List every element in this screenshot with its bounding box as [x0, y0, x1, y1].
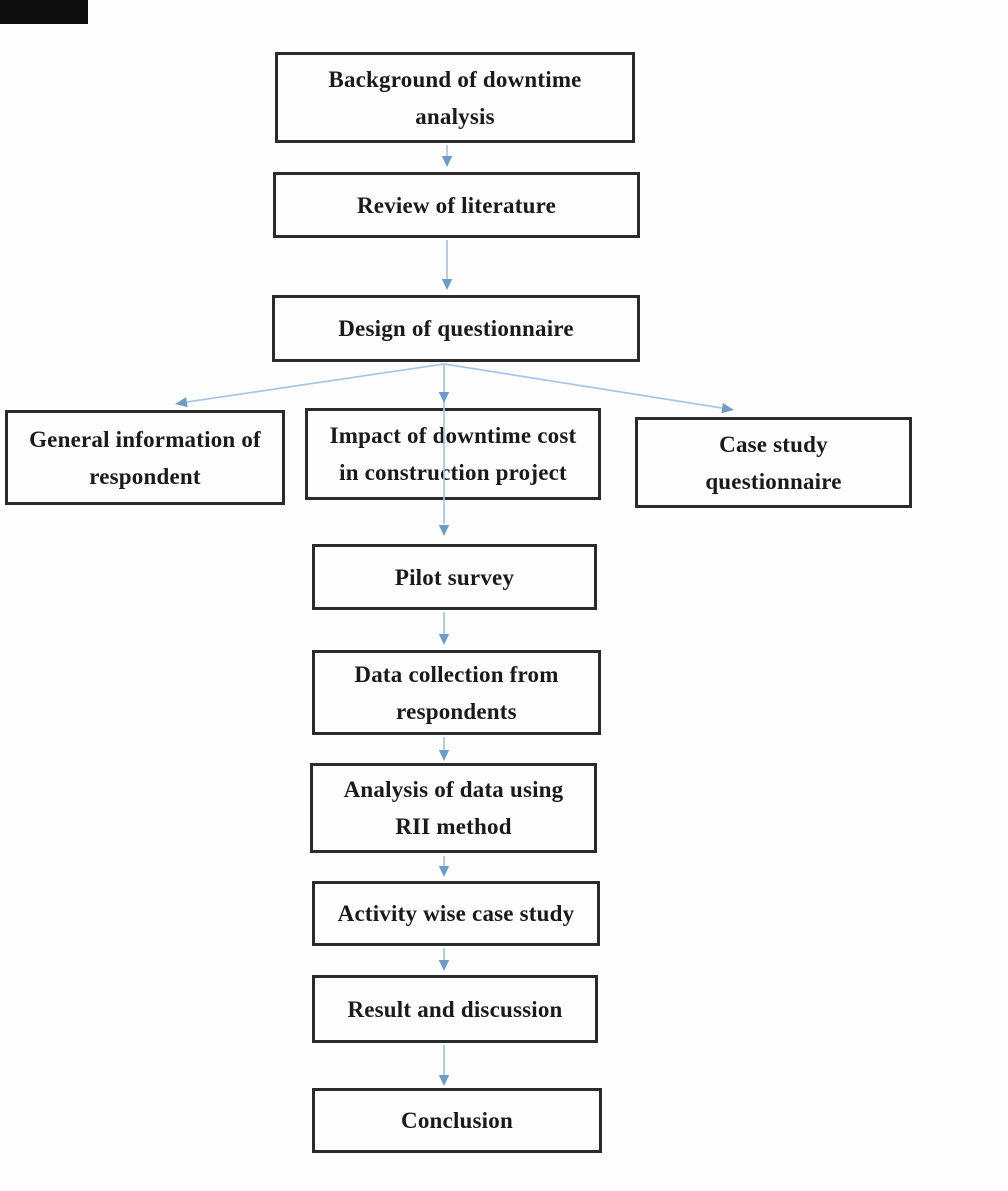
arrowhead-background-review	[441, 156, 453, 167]
flow-node-analysis: Analysis of data using RII method	[310, 763, 597, 853]
flow-node-data-collection: Data collection from respondents	[312, 650, 601, 735]
arrowhead-design-impact	[438, 392, 450, 403]
flow-node-review: Review of literature	[273, 172, 640, 238]
arrowhead-impact-pilot	[438, 525, 450, 536]
flow-node-general: General information of respondent	[5, 410, 285, 505]
flow-node-case-study: Case study questionnaire	[635, 417, 912, 508]
arrowhead-analysis-activity	[438, 866, 450, 877]
flow-node-background-label: Background of downtime analysis	[328, 66, 582, 129]
flow-node-result: Result and discussion	[312, 975, 598, 1043]
flow-node-activity: Activity wise case study	[312, 881, 600, 946]
flow-node-design: Design of questionnaire	[272, 295, 640, 362]
flow-node-conclusion-label: Conclusion	[401, 1108, 513, 1133]
flow-node-review-label: Review of literature	[357, 192, 556, 218]
flow-node-case-study-label: Case study questionnaire	[705, 431, 842, 494]
flow-node-result-label: Result and discussion	[347, 996, 563, 1022]
flow-node-activity-label: Activity wise case study	[337, 901, 575, 926]
flow-node-general-label: General information of respondent	[29, 426, 261, 489]
flow-node-analysis-label: Analysis of data using RII method	[343, 777, 564, 839]
arrowhead-design-case-study	[721, 403, 734, 414]
flow-node-pilot-label: Pilot survey	[394, 564, 515, 590]
arrowhead-activity-result	[438, 960, 450, 971]
flow-node-data-collection-label: Data collection from respondents	[354, 661, 559, 724]
flow-node-background: Background of downtime analysis	[275, 52, 635, 143]
arrowhead-design-general	[175, 397, 188, 408]
arrowhead-pilot-data	[438, 634, 450, 645]
arrowhead-review-design	[441, 279, 453, 290]
arrowhead-result-conclusion	[438, 1075, 450, 1086]
flow-node-conclusion: Conclusion	[312, 1088, 602, 1153]
flow-node-pilot: Pilot survey	[312, 544, 597, 610]
arrow-design-case-study	[443, 363, 723, 409]
flow-node-impact: Impact of downtime cost in construction …	[305, 408, 601, 500]
flow-node-design-label: Design of questionnaire	[338, 316, 574, 341]
top-left-dark-bar	[0, 0, 88, 24]
arrow-design-general	[186, 363, 445, 403]
flow-node-impact-label: Impact of downtime cost in construction …	[329, 423, 577, 485]
arrowhead-data-analysis	[438, 750, 450, 761]
